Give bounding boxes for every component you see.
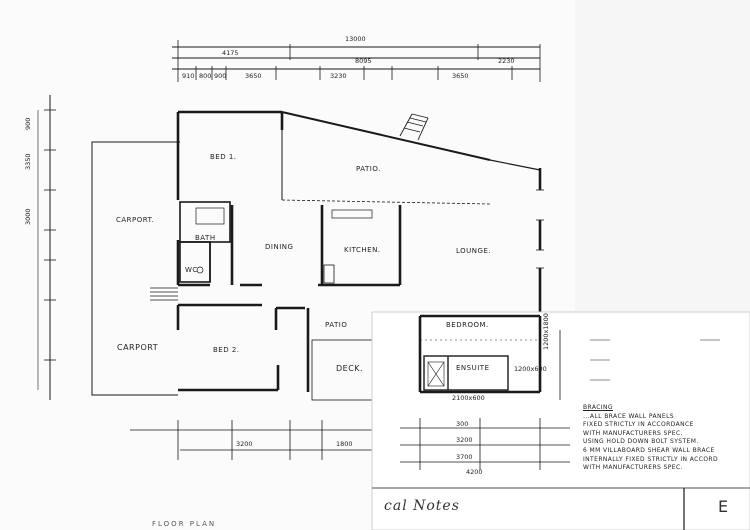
dim-top-sub: 8095	[355, 57, 372, 65]
bracing-note-line: 6 mm VILLABOARD SHEAR WALL BRACE	[583, 446, 715, 454]
room-label-ensuite: ENSUITE	[456, 364, 490, 372]
plan-sheet-right	[575, 0, 750, 312]
dim-window-3: 2100x600	[452, 394, 485, 402]
dim-bot4: 4200	[466, 468, 483, 476]
footer-title: cal Notes	[384, 498, 460, 514]
dim-window-1: 1200x600	[514, 365, 547, 373]
room-label-wc: WC	[185, 266, 198, 274]
dim-seg4: 3650	[245, 72, 262, 80]
room-label-deck: DECK.	[336, 364, 364, 373]
dim-seg6: 3650	[452, 72, 469, 80]
dim-left3: 3000	[24, 208, 32, 225]
carport-outline	[91, 141, 180, 396]
dim-seg2: 800	[199, 72, 211, 80]
room-label-patio-lower: PATIO	[325, 321, 348, 329]
dim-left2: 3350	[24, 153, 32, 170]
dim-left1: 900	[24, 118, 32, 130]
room-label-patio-top: PATIO.	[356, 165, 381, 173]
dim-bot2: 3200	[456, 436, 473, 444]
bracing-note-line: INTERNALLY FIXED STRICTLY IN ACCORD	[583, 455, 719, 463]
room-label-lounge: LOUNGE.	[456, 247, 492, 255]
bracing-note-line: WITH MANUFACTURERS SPEC.	[583, 464, 683, 472]
dim-top-a: 4175	[222, 49, 239, 57]
dim-bot5: 1800	[336, 440, 353, 448]
bottom-label: FLOOR PLAN	[152, 520, 217, 528]
bracing-note-line: ...ALL BRACE WALL PANELS	[583, 412, 675, 420]
bracing-notes: BRACING ...ALL BRACE WALL PANELS FIXED S…	[583, 404, 719, 473]
dim-top-total: 13000	[345, 35, 366, 43]
dim-bot3: 3700	[456, 453, 473, 461]
dim-seg1: 910	[182, 72, 194, 80]
dim-bot6: 3200	[236, 440, 253, 448]
bracing-notes-heading: BRACING	[583, 404, 613, 411]
room-label-bed2: BED 2.	[213, 346, 240, 354]
bracing-note-line: FIXED STRICTLY IN ACCORDANCE	[583, 421, 694, 429]
ensuite-walls	[423, 355, 509, 391]
bedroom-walls	[418, 314, 542, 394]
bracing-note-line: WITH MANUFACTURERS SPEC.	[583, 429, 683, 437]
room-label-bath: BATH	[195, 234, 216, 242]
room-label-dining: DINING	[265, 243, 294, 251]
room-label-carport-upper: CARPORT.	[116, 216, 155, 224]
dim-seg5: 3230	[330, 72, 347, 80]
dim-seg3: 900	[214, 72, 226, 80]
room-label-bed1: BED 1.	[210, 153, 237, 161]
dim-top-b: 2230	[498, 57, 515, 65]
room-label-carport-lower: CARPORT	[117, 343, 159, 352]
sheet-letter: E	[718, 497, 729, 516]
room-label-bedroom: BEDROOM.	[446, 321, 489, 329]
patio-roof-line	[281, 111, 491, 161]
patio-stairs	[399, 113, 429, 141]
room-label-kitchen: KITCHEN.	[344, 246, 381, 254]
dim-window-2: 1200x1800	[542, 313, 550, 350]
bracing-note-line: USING HOLD DOWN BOLT SYSTEM.	[583, 438, 699, 446]
dim-bot1: 300	[456, 420, 468, 428]
